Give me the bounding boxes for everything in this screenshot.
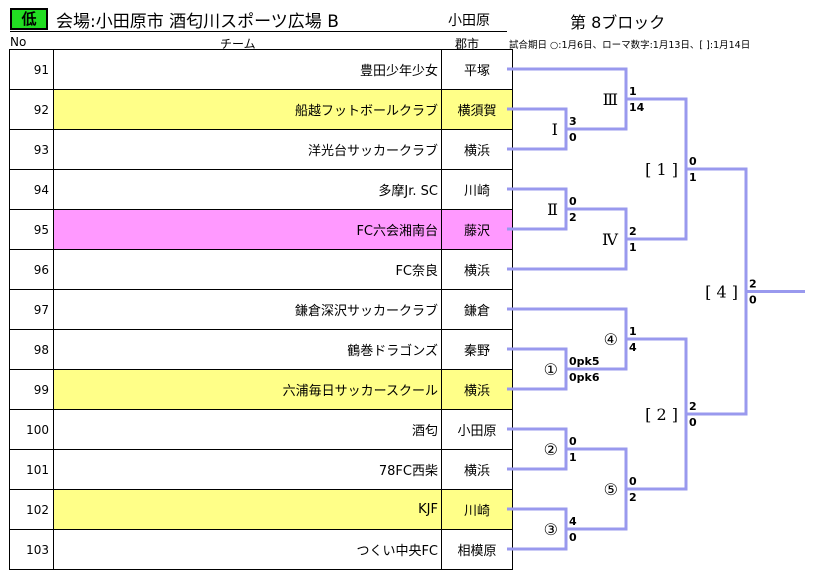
score-top-c1: 0pk5 (569, 355, 600, 368)
team-name: FC奈良 (53, 249, 442, 290)
score-top-c4: 1 (629, 325, 637, 338)
team-number: 93 (9, 129, 54, 170)
team-name: 多摩Jr. SC (53, 169, 442, 210)
match-label-m1: Ⅰ (552, 120, 558, 139)
team-name: KJF (53, 489, 442, 530)
team-number: 96 (9, 249, 54, 290)
match-label-b4: [ 4 ] (705, 283, 738, 302)
score-top-c2: 0 (569, 435, 577, 448)
team-city: 小田原 (441, 409, 513, 450)
match-label-b1: [ 1 ] (645, 160, 678, 179)
team-name: 鶴巻ドラゴンズ (53, 329, 442, 370)
match-label-m2: Ⅱ (547, 200, 558, 219)
team-number: 94 (9, 169, 54, 210)
score-top-b1: 0 (689, 155, 697, 168)
score-top-c5: 0 (629, 475, 637, 488)
team-number: 103 (9, 529, 54, 570)
score-bottom-m3: 14 (629, 101, 645, 114)
column-header-city: 郡市 (455, 37, 480, 51)
match-label-c4: ④ (604, 330, 618, 349)
team-city: 相模原 (441, 529, 513, 570)
venue-title: 会場:小田原市 酒匂川スポーツ広場 B (56, 12, 339, 32)
score-bottom-b4: 0 (749, 294, 757, 307)
team-city: 藤沢 (441, 209, 513, 250)
score-top-m3: 1 (629, 85, 637, 98)
team-number: 92 (9, 89, 54, 130)
score-bottom-b1: 1 (689, 171, 697, 184)
column-header-no: No (10, 35, 27, 49)
team-number: 102 (9, 489, 54, 530)
team-city: 秦野 (441, 329, 513, 370)
team-city: 平塚 (441, 49, 513, 90)
score-top-m2: 0 (569, 195, 577, 208)
score-bottom-b2: 0 (689, 416, 697, 429)
score-bottom-m1: 0 (569, 131, 577, 144)
team-number: 95 (9, 209, 54, 250)
score-top-m1: 3 (569, 115, 577, 128)
score-bottom-m2: 2 (569, 211, 577, 224)
score-bottom-c5: 2 (629, 491, 637, 504)
team-city: 横浜 (441, 249, 513, 290)
score-bottom-c3: 0 (569, 531, 577, 544)
team-name: 豊田少年少女 (53, 49, 442, 90)
team-name: 78FC西柴 (53, 449, 442, 490)
level-badge: 低 (10, 8, 48, 30)
block-title: 第 8ブロック (570, 13, 666, 32)
team-number: 99 (9, 369, 54, 410)
score-top-b4: 2 (749, 278, 757, 291)
team-name: つくい中央FC (53, 529, 442, 570)
team-number: 98 (9, 329, 54, 370)
team-name: 六浦毎日サッカースクール (53, 369, 442, 410)
score-bottom-c2: 1 (569, 451, 577, 464)
match-label-c2: ② (544, 440, 558, 459)
score-bottom-c4: 4 (629, 341, 637, 354)
team-number: 91 (9, 49, 54, 90)
match-label-b2: [ 2 ] (645, 405, 678, 424)
column-header-team: チーム (220, 37, 256, 51)
match-label-m3: Ⅲ (603, 90, 618, 109)
venue-city: 小田原 (448, 13, 490, 29)
schedule-note: 試合期日 ○:1月6日、ローマ数字:1月13日、[ ]:1月14日 (509, 40, 751, 51)
score-bottom-c1: 0pk6 (569, 371, 600, 384)
match-label-c1: ① (544, 360, 558, 379)
score-top-b2: 2 (689, 400, 697, 413)
team-name: 船越フットボールクラブ (53, 89, 442, 130)
match-label-m4: Ⅳ (602, 230, 619, 249)
team-city: 川崎 (441, 169, 513, 210)
team-city: 川崎 (441, 489, 513, 530)
match-label-c3: ③ (544, 520, 558, 539)
score-top-c3: 4 (569, 515, 577, 528)
score-top-m4: 2 (629, 225, 637, 238)
team-city: 横須賀 (441, 89, 513, 130)
match-label-c5: ⑤ (604, 480, 618, 499)
score-bottom-m4: 1 (629, 241, 637, 254)
title-underline (10, 31, 507, 32)
team-number: 97 (9, 289, 54, 330)
